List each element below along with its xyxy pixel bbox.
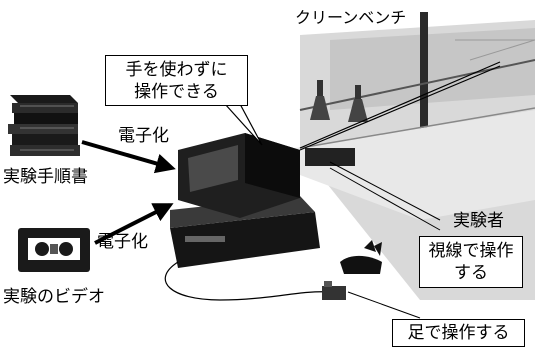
hands-free-callout-line2: 操作できる (134, 82, 219, 103)
gaze-operation-box: 視線で操作 する (419, 236, 523, 288)
hands-free-callout: 手を使わずに 操作できる (105, 55, 248, 106)
digitize-label-top: 電子化 (118, 126, 169, 146)
computer-icon (170, 133, 320, 268)
clean-bench-label: クリーンベンチ (295, 8, 407, 27)
foot-pedal-icon (322, 281, 346, 300)
digitize-arrow-bottom (94, 203, 174, 245)
flask-icon (310, 80, 330, 120)
experimenter-label: 実験者 (453, 211, 504, 231)
foot-switch-cable (164, 261, 331, 301)
gaze-operation-line2: する (454, 263, 488, 284)
digitize-arrow-top (81, 140, 176, 174)
gaze-operation-line1: 視線で操作 (428, 241, 514, 261)
flask-icon (348, 85, 368, 122)
hands-free-callout-line1: 手を使わずに (125, 60, 228, 80)
clean-bench-illustration (295, 12, 535, 300)
video-cassette-icon (18, 228, 90, 272)
experimenter-pointer-line (329, 161, 441, 221)
gaze-pointer-line (329, 167, 441, 231)
foot-pointer-line (347, 291, 421, 319)
foot-operation-box: 足で操作する (392, 319, 525, 347)
manual-label: 実験手順書 (3, 167, 88, 187)
foot-operation-text: 足で操作する (407, 323, 510, 343)
monitor-icon (178, 133, 300, 218)
digitize-label-bottom: 電子化 (97, 232, 148, 252)
video-label: 実験のビデオ (3, 287, 105, 307)
shoe-icon (340, 240, 382, 274)
gaze-lines (299, 61, 501, 151)
book-stack-icon (8, 95, 80, 156)
